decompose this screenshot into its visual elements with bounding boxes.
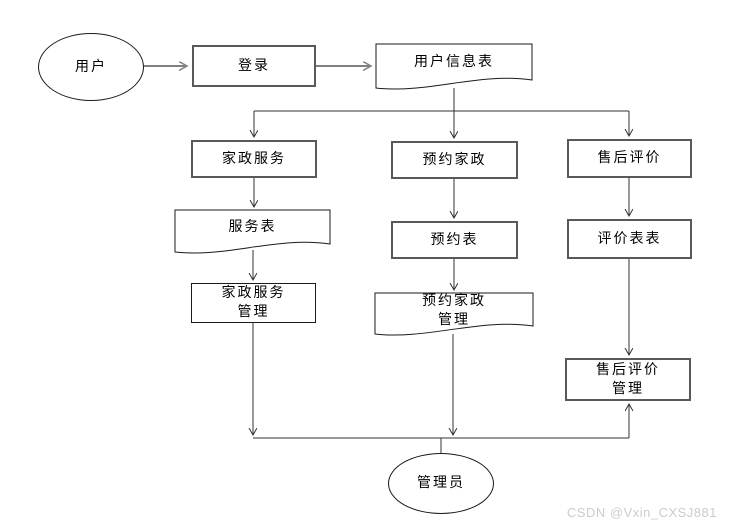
node-housekeeping-service: 家政服务 (191, 140, 317, 178)
node-user: 用户 (38, 33, 144, 101)
node-housekeeping-service-mgmt: 家政服务 管理 (191, 283, 316, 323)
node-booking-housekeeping-label: 预约家政 (422, 152, 487, 168)
node-aftersale-review-mgmt-label: 售后评价 管理 (596, 362, 660, 397)
node-housekeeping-service-label: 家政服务 (222, 151, 286, 167)
node-review-table-label: 评价表表 (597, 231, 662, 247)
node-user-info-table-label: 用户信息表 (414, 54, 494, 70)
node-booking-table: 预约表 (391, 221, 518, 259)
doc-shape-user-info-table (375, 43, 533, 90)
node-housekeeping-service-mgmt-label: 家政服务 管理 (221, 286, 286, 320)
node-aftersale-review-label: 售后评价 (597, 151, 662, 166)
node-review-table: 评价表表 (567, 219, 692, 259)
node-admin: 管理员 (388, 453, 494, 514)
doc-shape-service-table (174, 209, 331, 254)
doc-shape-booking-mgmt (374, 292, 534, 336)
node-aftersale-review: 售后评价 (567, 139, 692, 178)
node-booking-table-label: 预约表 (430, 232, 479, 248)
node-user-label: 用户 (75, 59, 107, 75)
node-service-table-label: 服务表 (228, 219, 277, 235)
node-admin-label: 管理员 (417, 476, 465, 491)
node-login: 登录 (192, 45, 316, 87)
node-login-label: 登录 (238, 58, 270, 74)
node-booking-housekeeping: 预约家政 (391, 141, 518, 179)
node-booking-housekeeping-mgmt-label: 预约家政 管理 (422, 294, 486, 328)
node-aftersale-review-mgmt: 售后评价 管理 (565, 358, 691, 401)
watermark-text: CSDN @Vxin_CXSJ881 (566, 505, 717, 520)
